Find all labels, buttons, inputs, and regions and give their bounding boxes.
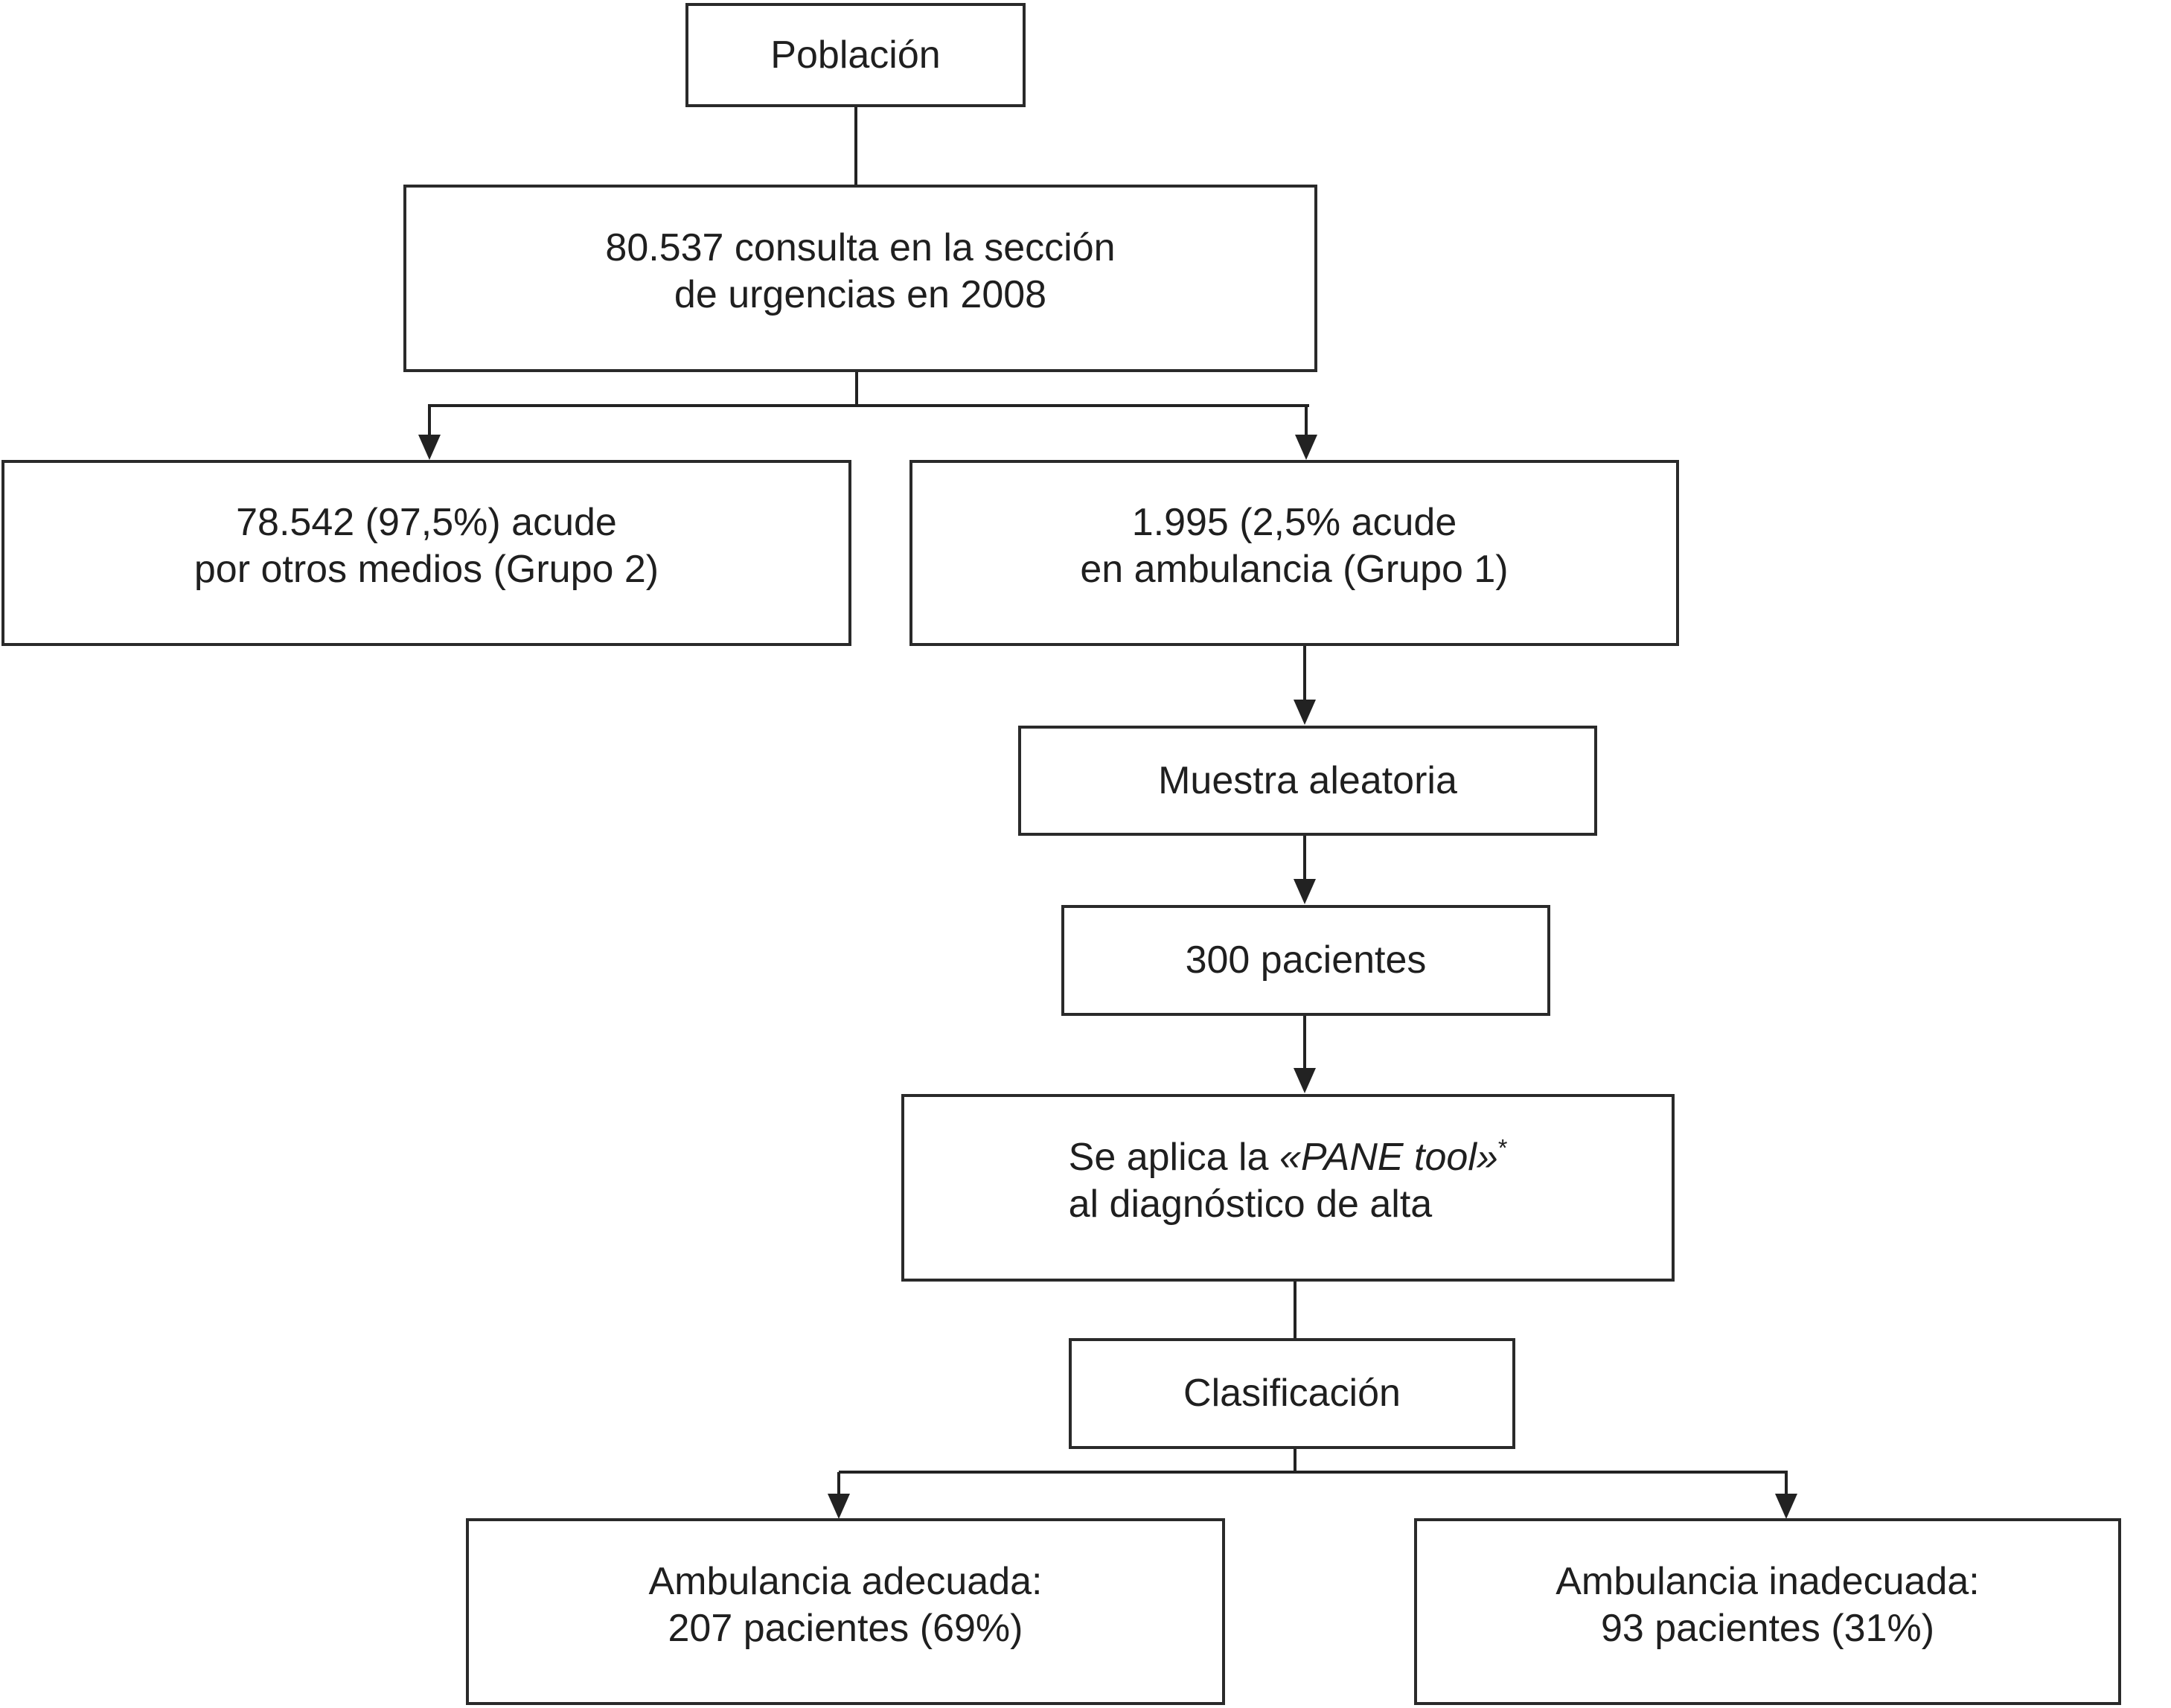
node-grupo1-text: 1.995 (2,5% acude en ambulancia (Grupo 1…: [1080, 499, 1508, 593]
node-poblacion: Población: [685, 3, 1026, 107]
node-grupo1-line1: 1.995 (2,5% acude: [1131, 501, 1457, 544]
connector-pacientes-to-pane: [1303, 1014, 1306, 1069]
arrowhead-pacientes: [1294, 879, 1316, 904]
node-inadecuada-line2: 93 pacientes (31%): [1600, 1606, 1935, 1650]
node-adecuada-text: Ambulancia adecuada: 207 pacientes (69%): [648, 1558, 1042, 1652]
connector-split-to-adecuada: [837, 1472, 840, 1495]
node-pane-asterisk: *: [1497, 1134, 1508, 1162]
connector-consulta-to-split: [855, 371, 858, 407]
node-inadecuada-text: Ambulancia inadecuada: 93 pacientes (31%…: [1555, 1558, 1980, 1652]
connector-muestra-to-pacientes: [1303, 834, 1306, 880]
connector-clasificacion-to-split: [1294, 1448, 1296, 1474]
node-consulta-urgencias: 80.537 consulta en la sección de urgenci…: [403, 185, 1317, 372]
node-adecuada-line2: 207 pacientes (69%): [668, 1606, 1023, 1650]
node-grupo2-otros-medios: 78.542 (97,5%) acude por otros medios (G…: [1, 460, 851, 646]
arrowhead-muestra: [1294, 700, 1316, 725]
arrowhead-pane: [1294, 1068, 1316, 1093]
node-pane-line2: al diagnóstico de alta: [1068, 1183, 1433, 1226]
node-grupo1-line2: en ambulancia (Grupo 1): [1080, 548, 1509, 591]
connector-top-split-bar: [428, 404, 1309, 407]
connector-split-to-inadecuada: [1785, 1472, 1788, 1495]
node-muestra-aleatoria: Muestra aleatoria: [1018, 726, 1597, 836]
node-ambulancia-inadecuada: Ambulancia inadecuada: 93 pacientes (31%…: [1414, 1518, 2121, 1705]
node-muestra-label: Muestra aleatoria: [1158, 758, 1457, 802]
node-inadecuada-line1: Ambulancia inadecuada:: [1555, 1559, 1980, 1603]
node-grupo2-line2: por otros medios (Grupo 2): [194, 548, 659, 591]
node-consulta-line1: 80.537 consulta en la sección: [605, 226, 1116, 269]
arrowhead-grupo1: [1295, 435, 1317, 460]
node-pane-text: Se aplica la «PANE tool»* al diagnóstico…: [1069, 1134, 1508, 1228]
node-pane-line1-prefix: Se aplica la: [1068, 1136, 1279, 1179]
node-pacientes-label: 300 pacientes: [1185, 938, 1427, 982]
node-adecuada-line1: Ambulancia adecuada:: [648, 1559, 1043, 1603]
node-ambulancia-adecuada: Ambulancia adecuada: 207 pacientes (69%): [466, 1518, 1225, 1705]
connector-poblacion-to-consulta: [854, 106, 857, 185]
node-grupo2-line1: 78.542 (97,5%) acude: [236, 501, 617, 544]
node-grupo1-ambulancia: 1.995 (2,5% acude en ambulancia (Grupo 1…: [909, 460, 1679, 646]
node-grupo2-text: 78.542 (97,5%) acude por otros medios (G…: [194, 499, 659, 593]
connector-pane-to-clasificacion: [1294, 1280, 1296, 1340]
connector-split-to-grupo2: [428, 406, 431, 435]
arrowhead-grupo2: [418, 435, 441, 460]
node-clasificacion-label: Clasificación: [1183, 1372, 1401, 1415]
node-pane-tool: Se aplica la «PANE tool»* al diagnóstico…: [901, 1094, 1675, 1282]
connector-split-to-grupo1: [1305, 406, 1308, 435]
node-poblacion-label: Población: [770, 33, 941, 77]
node-consulta-line2: de urgencias en 2008: [674, 273, 1047, 316]
arrowhead-inadecuada: [1775, 1494, 1797, 1519]
node-consulta-text: 80.537 consulta en la sección de urgenci…: [605, 225, 1115, 319]
connector-bottom-split-bar: [839, 1471, 1788, 1474]
node-pane-tool-name: «PANE tool»: [1279, 1136, 1498, 1179]
arrowhead-adecuada: [828, 1494, 850, 1519]
node-pane-line1: Se aplica la «PANE tool»*: [1069, 1134, 1508, 1181]
connector-grupo1-to-muestra: [1303, 645, 1306, 700]
node-clasificacion: Clasificación: [1069, 1338, 1515, 1449]
node-300-pacientes: 300 pacientes: [1061, 905, 1550, 1016]
